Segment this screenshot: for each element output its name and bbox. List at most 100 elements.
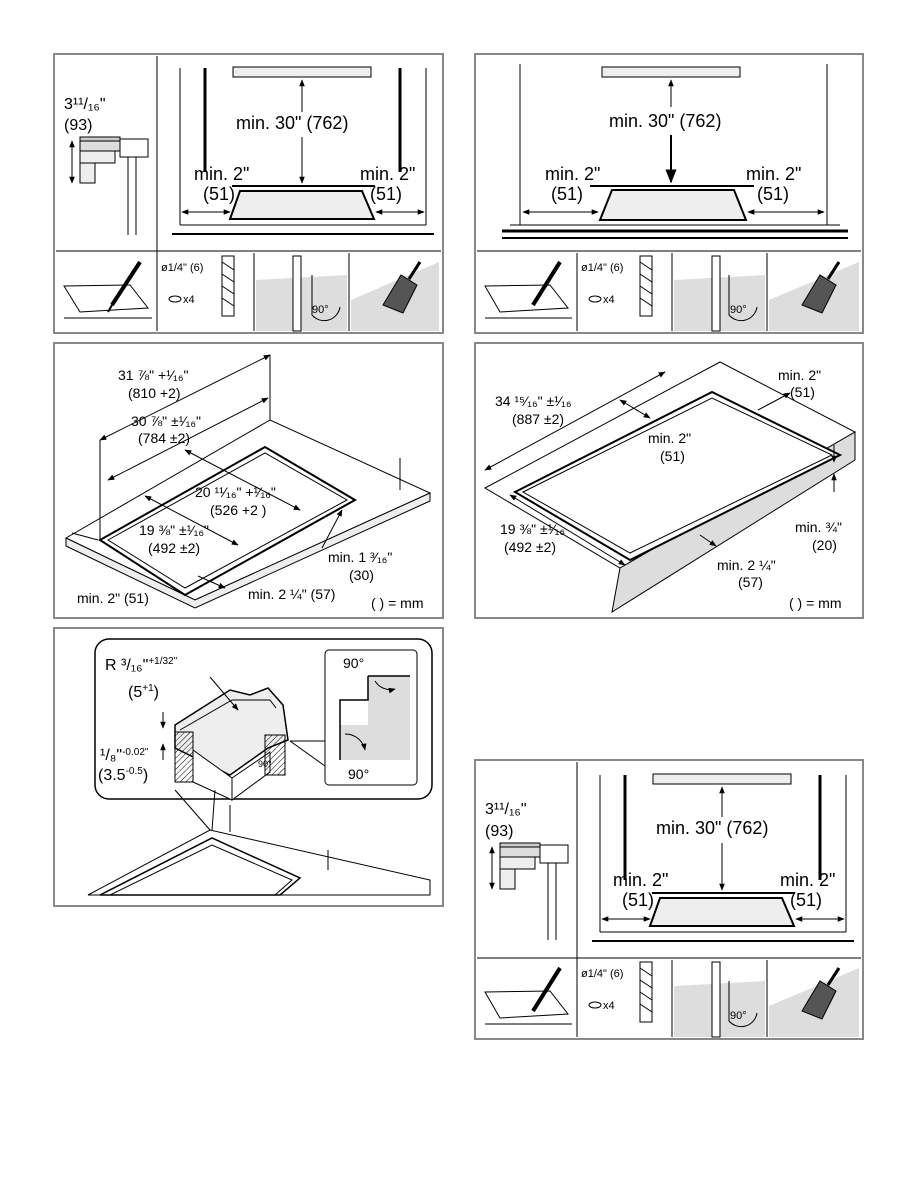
small-angle: 90° <box>258 759 272 769</box>
right-side-clearance-mm: (51) <box>757 184 789 204</box>
top-clearance: min. 30" (762) <box>236 113 348 133</box>
min-back-mm: (57) <box>738 574 763 590</box>
min-edge: min. ¾" <box>795 519 842 535</box>
drill-bit-icon <box>639 961 653 1023</box>
left-side-clearance-mm: (51) <box>551 184 583 204</box>
height-mm: (93) <box>485 823 513 840</box>
radius-spec: R ³/₁₆"+1/32" <box>105 656 178 674</box>
depth-spec: ¹/₈"-0.02" <box>100 747 149 764</box>
angle-top: 90° <box>343 655 364 671</box>
brush-seal-icon <box>769 261 859 331</box>
right-side-clearance-mm: (51) <box>790 890 822 910</box>
edge-profile-block: 90° <box>160 676 289 801</box>
panel-clearance-bottom-right: 3¹¹/₁₆" (93) min. 30" (762) min. 2" (51)… <box>474 759 864 1040</box>
brush-seal-icon <box>351 261 439 331</box>
steps-row: ø1/4" (6) x4 90° <box>63 253 439 332</box>
dim-depth-a: 20 ¹¹⁄₁₆" +¹⁄₁₆" <box>195 484 276 500</box>
brush-seal-icon <box>769 967 859 1037</box>
dim-width: 34 ¹⁵⁄₁₆" ±¹⁄₁₆ <box>495 393 572 409</box>
dim-outer-width-mm: (810 +2) <box>128 385 181 401</box>
drill-hole-icon <box>588 1001 602 1009</box>
radius-prefix: R <box>105 657 121 674</box>
drill-diameter: ø1/4" (6) <box>161 262 203 274</box>
radius-mm-close: ) <box>154 684 159 701</box>
dim-depth-a-mm: (526 +2 ) <box>210 502 266 518</box>
dim-outer-width: 31 ⅞" +¹⁄₁₆" <box>118 367 189 383</box>
left-side-clearance: min. 2" <box>194 164 249 184</box>
left-side-clearance-mm: (51) <box>203 184 235 204</box>
angle-inset: 90° 90° <box>289 649 418 786</box>
cabinet-side-profile <box>69 136 149 235</box>
cabinet-side-profile <box>489 842 569 940</box>
right-side-clearance-mm: (51) <box>370 184 402 204</box>
min-back: min. 2 ¼" (57) <box>248 586 335 602</box>
steps-row: ø1/4" (6) x4 90° <box>484 253 859 332</box>
depth-mm: (3.5 <box>98 767 126 784</box>
min-right: min. 2" <box>778 367 821 383</box>
drill-count: x4 <box>603 294 615 306</box>
clearance-front-view <box>502 64 848 239</box>
clearance-front-view <box>172 66 434 235</box>
dim-inner-width-mm: (784 ±2) <box>138 430 190 446</box>
dim-depth: 19 ⅜" ±¹⁄₁₆ <box>500 521 565 537</box>
dim-depth-mm: (492 ±2) <box>504 539 556 555</box>
dim-inner-width: 30 ⅞" ±¹⁄₁₆" <box>131 413 201 429</box>
min-front: min. 1 ³⁄₁₆" <box>328 549 392 565</box>
depth-mm-tolerance: -0.5 <box>126 766 144 777</box>
right-side-clearance: min. 2" <box>746 164 801 184</box>
height-mm: (93) <box>64 117 92 134</box>
depth-mm-spec: (3.5-0.5) <box>98 766 148 784</box>
min-edge-mm: (20) <box>812 537 837 553</box>
saw-cut-icon: 90° <box>674 961 765 1038</box>
panel-clearance-top-right: min. 30" (762) min. 2" (51) min. 2" (51)… <box>474 53 864 334</box>
unit-note: ( ) = mm <box>371 595 424 611</box>
right-side-clearance: min. 2" <box>360 164 415 184</box>
drill-hole-icon <box>588 295 602 303</box>
radius-tolerance: +1/32" <box>148 656 177 667</box>
panel-clearance-top-left: 3¹¹/₁₆" (93) min. 30" (762) min. 2" (51)… <box>53 53 444 334</box>
min-back: min. 2 ¼" <box>717 557 776 573</box>
drill-diameter: ø1/4" (6) <box>581 262 623 274</box>
cut-angle: 90° <box>730 1010 747 1022</box>
height-label: 3¹¹/₁₆" <box>64 96 106 113</box>
drill-bit-icon <box>221 255 235 317</box>
saw-cut-icon: 90° <box>674 255 765 332</box>
left-side-clearance: min. 2" <box>613 870 668 890</box>
drill-diameter: ø1/4" (6) <box>581 968 623 980</box>
saw-cut-icon: 90° <box>256 255 347 332</box>
depth-tolerance: -0.02" <box>122 747 149 758</box>
min-front-mm: (30) <box>349 567 374 583</box>
marking-pencil-icon <box>484 260 572 319</box>
angle-bottom: 90° <box>348 766 369 782</box>
dim-depth-b-mm: (492 ±2) <box>148 540 200 556</box>
min-inner-mm: (51) <box>660 448 685 464</box>
panel-cutout-dimensions-left: 31 ⅞" +¹⁄₁₆" (810 +2) 30 ⅞" ±¹⁄₁₆" (784 … <box>53 342 444 619</box>
panel-cutout-dimensions-right: 34 ¹⁵⁄₁₆" ±¹⁄₁₆ (887 ±2) min. 2" (51) mi… <box>474 342 864 619</box>
radius-mm-spec: (5+1) <box>128 683 159 701</box>
clearance-front-view <box>592 773 854 942</box>
drill-hole-icon <box>168 295 182 303</box>
countertop-cutout-drawing <box>483 361 857 614</box>
drill-count: x4 <box>183 294 195 306</box>
left-side-clearance: min. 2" <box>545 164 600 184</box>
cut-angle: 90° <box>730 304 747 316</box>
radius-mm: (5 <box>128 684 142 701</box>
depth-fraction: ¹/₈" <box>100 747 122 764</box>
drill-count: x4 <box>603 1000 615 1012</box>
height-label: 3¹¹/₁₆" <box>485 801 527 818</box>
top-clearance: min. 30" (762) <box>656 818 768 838</box>
steps-row: ø1/4" (6) x4 90° <box>484 960 859 1038</box>
cut-angle: 90° <box>312 304 329 316</box>
left-side-clearance-mm: (51) <box>622 890 654 910</box>
radius-mm-tolerance: +1 <box>142 683 154 694</box>
depth-mm-close: ) <box>143 767 148 784</box>
marking-pencil-icon <box>63 260 152 319</box>
countertop-corner <box>87 805 431 896</box>
countertop-cutout-drawing <box>64 354 432 609</box>
min-right-mm: (51) <box>790 384 815 400</box>
min-left: min. 2" (51) <box>77 590 149 606</box>
dim-depth-b: 19 ⅜" ±¹⁄₁₆" <box>139 522 209 538</box>
radius-fraction: ³/₁₆" <box>121 657 148 674</box>
min-inner: min. 2" <box>648 430 691 446</box>
